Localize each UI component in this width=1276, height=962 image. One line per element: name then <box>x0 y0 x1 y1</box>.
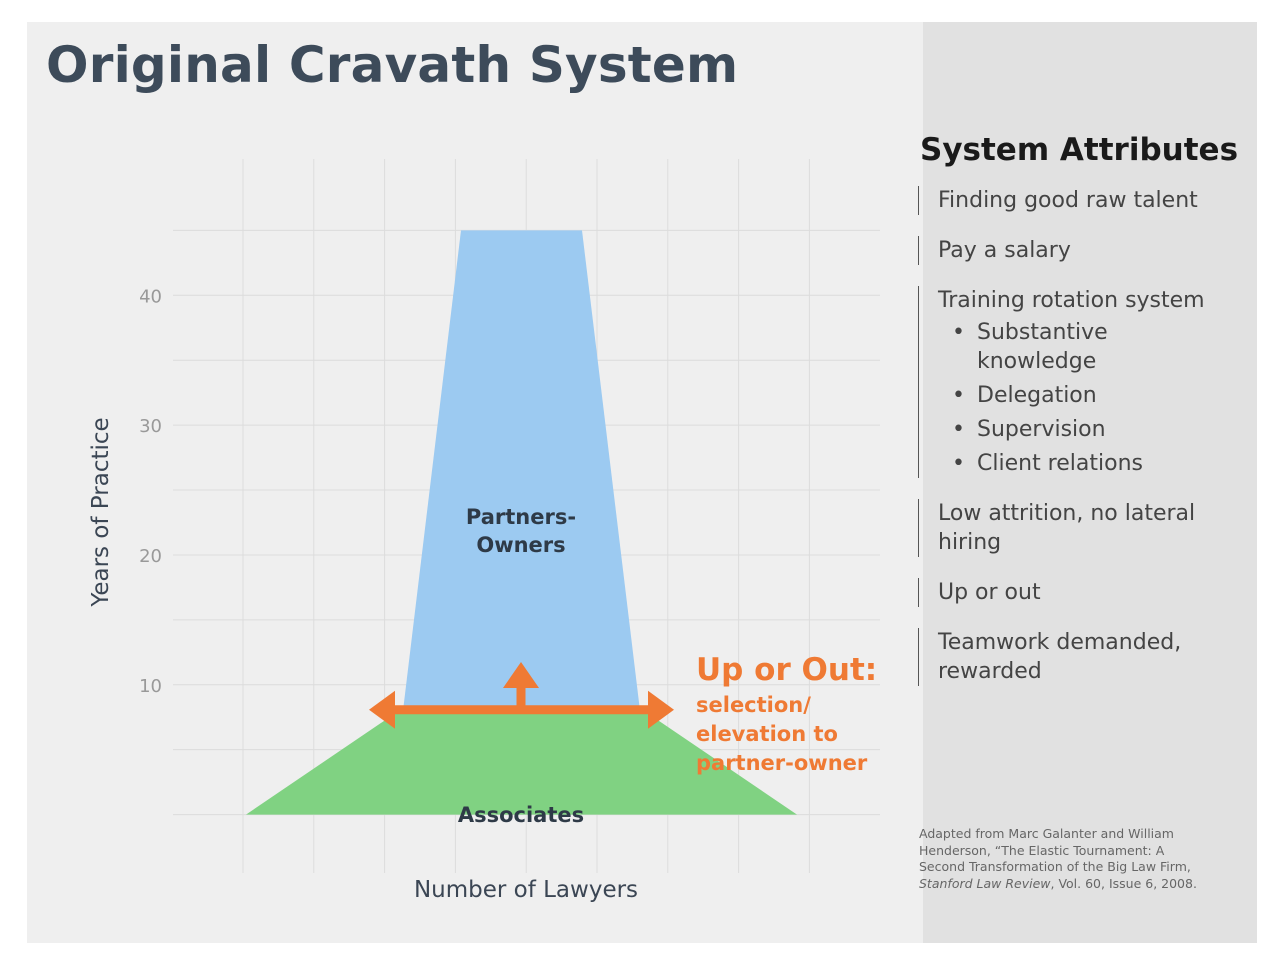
attribute-text: Up or out <box>938 580 1041 605</box>
up-or-out-line: elevation to <box>696 722 838 746</box>
up-arrowhead <box>503 662 539 688</box>
attribute-item: Pay a salary <box>918 236 1218 265</box>
attribute-item: Training rotation systemSubstantive know… <box>918 286 1218 478</box>
credit-text: Adapted from Marc Galanter and William H… <box>919 826 1191 874</box>
partners-owners-region <box>403 230 640 711</box>
attribute-subitem: Delegation <box>938 381 1218 410</box>
y-tick-label: 30 <box>139 416 162 437</box>
attribute-subitem: Substantive knowledge <box>938 318 1218 376</box>
attribute-item: Finding good raw talent <box>918 186 1218 215</box>
partners-owners-label: Partners-Owners <box>466 505 576 557</box>
attribute-item: Low attrition, no lateral hiring <box>918 499 1218 557</box>
attribute-text: Finding good raw talent <box>938 188 1198 213</box>
attribute-item: Teamwork demanded, rewarded <box>918 628 1218 686</box>
attribute-text: Training rotation system <box>938 288 1205 313</box>
attribute-text: Low attrition, no lateral hiring <box>938 501 1196 555</box>
up-or-out-line: selection/ <box>696 693 811 717</box>
credit-journal: Stanford Law Review <box>919 875 1051 891</box>
attributes-heading: System Attributes <box>920 132 1239 168</box>
source-credit: Adapted from Marc Galanter and William H… <box>919 826 1199 892</box>
attribute-subitem: Client relations <box>938 449 1218 478</box>
sidebar-panel <box>923 22 1257 943</box>
y-tick-label: 20 <box>139 546 162 567</box>
associates-label: Associates <box>458 803 584 827</box>
up-or-out-line: partner-owner <box>696 751 868 775</box>
x-axis-title: Number of Lawyers <box>414 877 638 903</box>
y-tick-label: 10 <box>139 676 162 697</box>
attribute-text: Teamwork demanded, rewarded <box>938 630 1182 684</box>
credit-tail: , Vol. 60, Issue 6, 2008. <box>1050 875 1197 891</box>
y-axis-title: Years of Practice <box>88 417 114 607</box>
attribute-text: Pay a salary <box>938 238 1071 263</box>
attribute-subitem: Supervision <box>938 415 1218 444</box>
associates-region <box>246 710 797 815</box>
up-or-out-heading: Up or Out: <box>696 652 877 688</box>
slide-title: Original Cravath System <box>46 36 739 94</box>
y-tick-label: 40 <box>139 286 162 307</box>
attribute-item: Up or out <box>918 578 1218 607</box>
attribute-sublist: Substantive knowledgeDelegationSupervisi… <box>938 318 1218 478</box>
left-arrowhead <box>369 690 395 729</box>
right-arrowhead <box>648 690 674 729</box>
